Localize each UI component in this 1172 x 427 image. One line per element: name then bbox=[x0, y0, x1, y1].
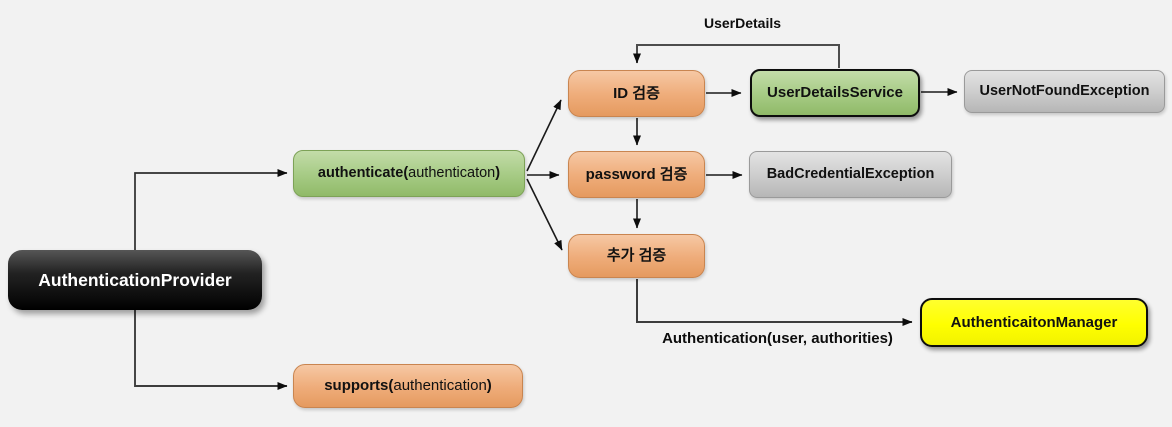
node-extra-check-label: 추가 검증 bbox=[606, 247, 667, 265]
node-id-check-label: ID 검증 bbox=[613, 84, 660, 102]
node-user-not-found-exception-label: UserNotFoundException bbox=[979, 83, 1150, 100]
arrow-user-details-loop bbox=[633, 44, 840, 68]
arrow-extra-check-to-authentication-manager bbox=[636, 279, 913, 326]
node-bad-credential-exception-label: BadCredentialException bbox=[766, 166, 935, 183]
node-authentication-provider-label: AuthenticationProvider bbox=[38, 269, 232, 290]
node-user-not-found-exception: UserNotFoundException bbox=[964, 70, 1165, 113]
node-authenticate-label: authenticate(authenticaton) bbox=[317, 165, 501, 182]
node-authentication-manager: AuthenticaitonManager bbox=[920, 298, 1148, 347]
edge-label-authentication-args: Authentication(user, authorities) bbox=[662, 330, 893, 347]
node-supports-label: supports(authentication) bbox=[324, 377, 492, 395]
node-supports-method: supports(authentication) bbox=[293, 364, 523, 408]
node-password-check-label: password 검증 bbox=[585, 165, 688, 183]
node-password-check: password 검증 bbox=[568, 151, 705, 198]
node-authentication-provider: AuthenticationProvider bbox=[8, 250, 262, 310]
arrow-provider-to-supports bbox=[134, 310, 288, 390]
node-user-details-service-label: UserDetailsService bbox=[767, 84, 903, 102]
node-bad-credential-exception: BadCredentialException bbox=[749, 151, 952, 198]
node-user-details-service: UserDetailsService bbox=[750, 69, 920, 117]
node-id-check: ID 검증 bbox=[568, 70, 705, 117]
node-authentication-manager-label: AuthenticaitonManager bbox=[950, 313, 1118, 331]
edge-label-user-details: UserDetails bbox=[703, 15, 782, 31]
arrow-provider-to-authenticate bbox=[134, 169, 288, 250]
arrow-authenticate-to-id-check bbox=[526, 99, 562, 172]
node-extra-check: 추가 검증 bbox=[568, 234, 705, 278]
arrow-authenticate-to-extra-check bbox=[526, 178, 563, 251]
node-authenticate-method: authenticate(authenticaton) bbox=[293, 150, 525, 197]
